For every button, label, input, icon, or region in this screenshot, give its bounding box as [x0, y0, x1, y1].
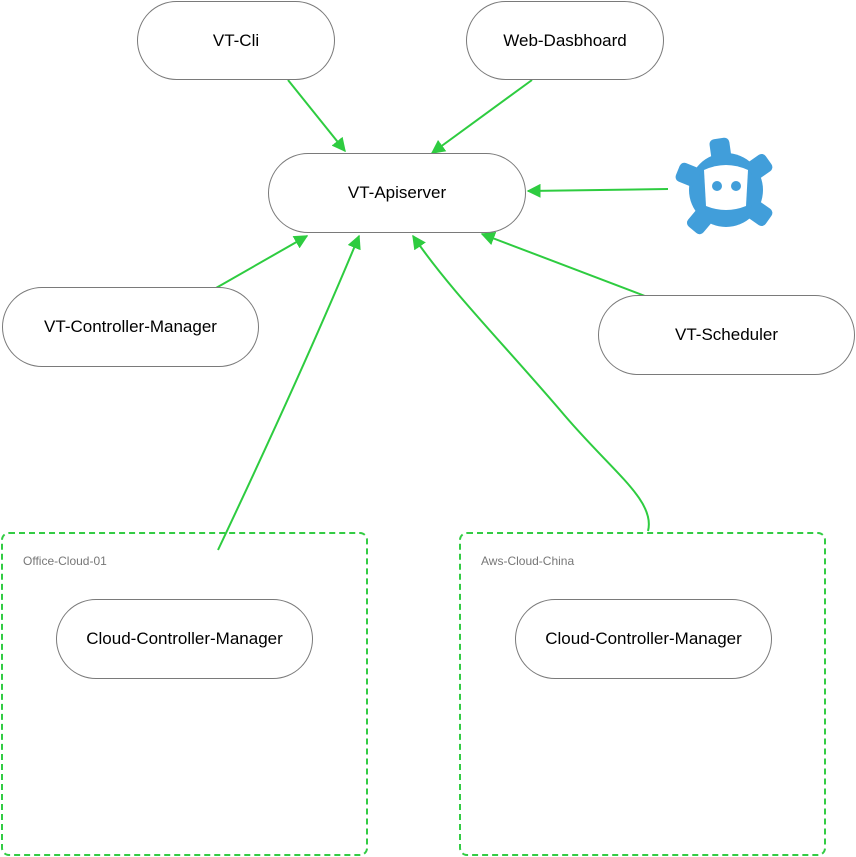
office-cloud-label: Office-Cloud-01	[23, 554, 107, 568]
etcd-logo-icon	[675, 137, 773, 235]
aws-cloud-group: Aws-Cloud-China	[459, 532, 826, 856]
vt-controller-manager-node[interactable]: VT-Controller-Manager	[2, 287, 259, 367]
edge-office-cloud-to-apiserver	[217, 234, 361, 551]
vt-controller-manager-label: VT-Controller-Manager	[44, 317, 217, 336]
edge-dashboard-to-apiserver	[430, 79, 533, 154]
edge-aws-cloud-to-apiserver	[412, 234, 650, 532]
web-dashboard-label: Web-Dasbhoard	[503, 30, 627, 50]
vt-cli-node[interactable]: VT-Cli	[137, 1, 335, 80]
edge-scheduler-to-apiserver	[480, 231, 646, 297]
office-cloud-group: Office-Cloud-01	[1, 532, 368, 856]
vt-cli-label: VT-Cli	[212, 30, 260, 50]
vt-scheduler-node[interactable]: VT-Scheduler	[598, 295, 855, 375]
aws-cloud-controller-manager-node[interactable]: Cloud-Controller-Manager	[515, 599, 772, 679]
vt-scheduler-label: VT-Scheduler	[675, 325, 778, 344]
office-cloud-controller-manager-label: Cloud-Controller-Manager	[86, 629, 283, 648]
web-dashboard-node[interactable]: Web-Dasbhoard	[466, 1, 664, 80]
edge-cli-to-apiserver	[287, 79, 346, 153]
edge-controller-manager-to-apiserver	[215, 235, 309, 289]
vt-apiserver-node[interactable]: VT-Apiserver	[268, 153, 526, 233]
vt-apiserver-label: VT-Apiserver	[347, 183, 447, 202]
aws-cloud-label: Aws-Cloud-China	[481, 554, 575, 568]
office-cloud-controller-manager-node[interactable]: Cloud-Controller-Manager	[56, 599, 313, 679]
aws-cloud-controller-manager-label: Cloud-Controller-Manager	[545, 629, 742, 648]
edge-etcd-to-apiserver	[526, 183, 669, 198]
